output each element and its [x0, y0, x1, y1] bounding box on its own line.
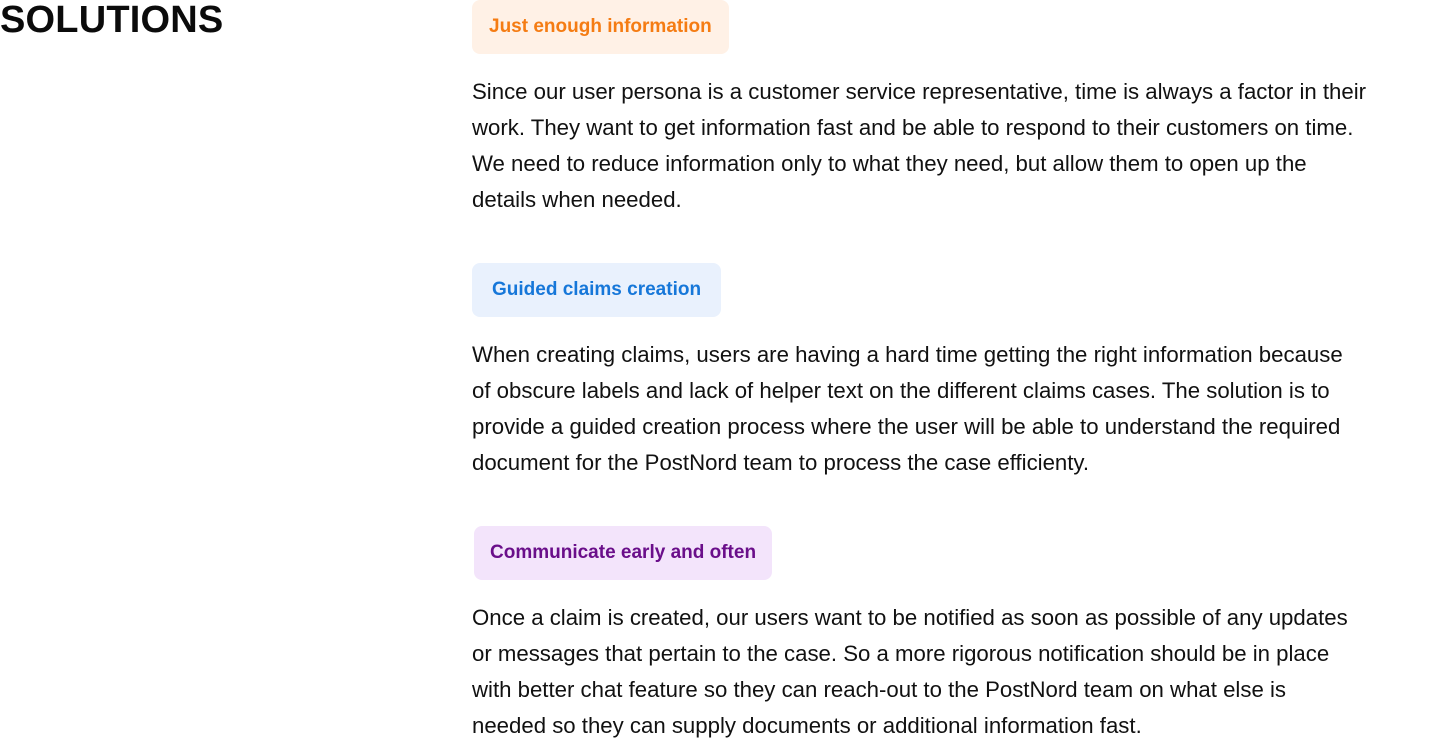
- description-line: or messages that pertain to the case. So…: [472, 641, 1330, 666]
- description-line: of obscure labels and lack of helper tex…: [472, 378, 1330, 403]
- solution-just-enough-information: Just enough information Since our user p…: [472, 0, 1440, 218]
- solution-description: Since our user persona is a customer ser…: [472, 74, 1440, 218]
- solution-guided-claims-creation: Guided claims creation When creating cla…: [472, 263, 1440, 481]
- solution-description: Once a claim is created, our users want …: [472, 600, 1440, 744]
- description-line: provide a guided creation process where …: [472, 414, 1341, 439]
- description-line: We need to reduce information only to wh…: [472, 151, 1307, 176]
- solution-tag: Guided claims creation: [472, 263, 722, 317]
- description-line: document for the PostNord team to proces…: [472, 450, 1090, 475]
- solution-tag: Just enough information: [472, 0, 729, 54]
- solution-description: When creating claims, users are having a…: [472, 337, 1440, 481]
- description-line: details when needed.: [472, 187, 682, 212]
- solution-communicate-early-and-often: Communicate early and often Once a claim…: [472, 526, 1440, 744]
- description-line: When creating claims, users are having a…: [472, 342, 1343, 367]
- description-line: with better chat feature so they can rea…: [472, 677, 1286, 702]
- section-heading: SOLUTIONS: [0, 0, 224, 41]
- description-line: needed so they can supply documents or a…: [472, 713, 1142, 738]
- description-line: Since our user persona is a customer ser…: [472, 79, 1367, 104]
- solution-tag: Communicate early and often: [474, 526, 773, 580]
- description-line: work. They want to get information fast …: [472, 115, 1354, 140]
- description-line: Once a claim is created, our users want …: [472, 605, 1348, 630]
